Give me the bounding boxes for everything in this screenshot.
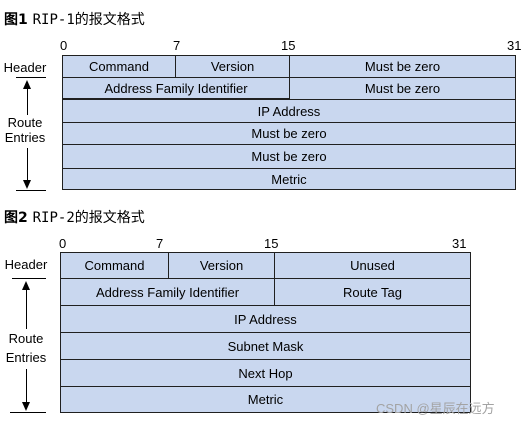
fig1-field-metric: Metric — [62, 168, 516, 190]
fig2-field-route-tag: Route Tag — [274, 278, 471, 306]
fig2-field-unused: Unused — [274, 252, 471, 279]
watermark: CSDN @星辰在远方 — [376, 401, 495, 416]
fig2-field-subnet-mask: Subnet Mask — [60, 332, 471, 360]
fig1-tick-0: 0 — [60, 38, 68, 53]
fig2-tick-7: 7 — [156, 236, 164, 251]
fig2-bottom-divider — [10, 412, 46, 413]
fig2-tick-15: 15 — [264, 236, 279, 251]
fig1-arrow-down-icon — [23, 180, 31, 189]
fig1-field-must-be-zero-1: Must be zero — [289, 55, 516, 78]
figure-1-title-text: RIP-1的报文格式 — [32, 12, 145, 28]
fig1-field-version: Version — [175, 55, 290, 78]
fig2-arrow-down-icon — [22, 402, 30, 411]
fig2-field-command: Command — [60, 252, 169, 279]
fig1-tick-7: 7 — [173, 38, 181, 53]
fig2-header-divider — [12, 278, 46, 279]
fig1-arrow-shaft-bottom — [26, 148, 28, 181]
fig1-route-label-line1: Route — [7, 115, 43, 130]
fig1-field-must-be-zero-3: Must be zero — [62, 122, 516, 145]
fig2-route-label-line2: Entries — [5, 350, 47, 365]
figure-2-title-prefix: 图2 — [4, 210, 28, 226]
fig2-field-ip-address: IP Address — [60, 305, 471, 333]
fig1-tick-31: 31 — [507, 38, 522, 53]
figure-2-title-text: RIP-2的报文格式 — [32, 210, 145, 226]
fig2-field-version: Version — [168, 252, 275, 279]
fig1-header-divider — [16, 77, 46, 78]
fig2-field-metric: Metric — [60, 386, 471, 413]
fig1-field-address-family-identifier: Address Family Identifier — [62, 77, 290, 99]
fig2-field-next-hop: Next Hop — [60, 359, 471, 387]
figure-2-title: 图2 RIP-2的报文格式 — [4, 207, 145, 227]
figure-1-title-prefix: 图1 — [4, 12, 28, 28]
fig2-arrow-shaft-bottom — [25, 369, 27, 403]
fig2-arrow-shaft-top — [25, 289, 27, 329]
fig1-field-must-be-zero-2: Must be zero — [289, 77, 516, 100]
figure-1-title: 图1 RIP-1的报文格式 — [4, 9, 145, 29]
fig1-arrow-shaft-top — [26, 88, 28, 115]
fig2-arrow-up-icon — [22, 281, 30, 290]
fig1-tick-15: 15 — [281, 38, 296, 53]
fig1-field-must-be-zero-4: Must be zero — [62, 144, 516, 169]
fig2-route-label-line1: Route — [8, 331, 44, 346]
fig2-tick-0: 0 — [59, 236, 67, 251]
fig2-header-label: Header — [4, 257, 48, 272]
fig2-field-address-family-identifier: Address Family Identifier — [60, 278, 275, 306]
fig1-arrow-up-icon — [23, 80, 31, 89]
fig1-bottom-divider — [16, 190, 46, 191]
fig1-field-ip-address: IP Address — [62, 99, 516, 123]
fig1-field-command: Command — [62, 55, 176, 78]
fig1-header-label: Header — [3, 60, 47, 75]
fig2-tick-31: 31 — [452, 236, 467, 251]
fig1-route-label-line2: Entries — [4, 130, 46, 145]
